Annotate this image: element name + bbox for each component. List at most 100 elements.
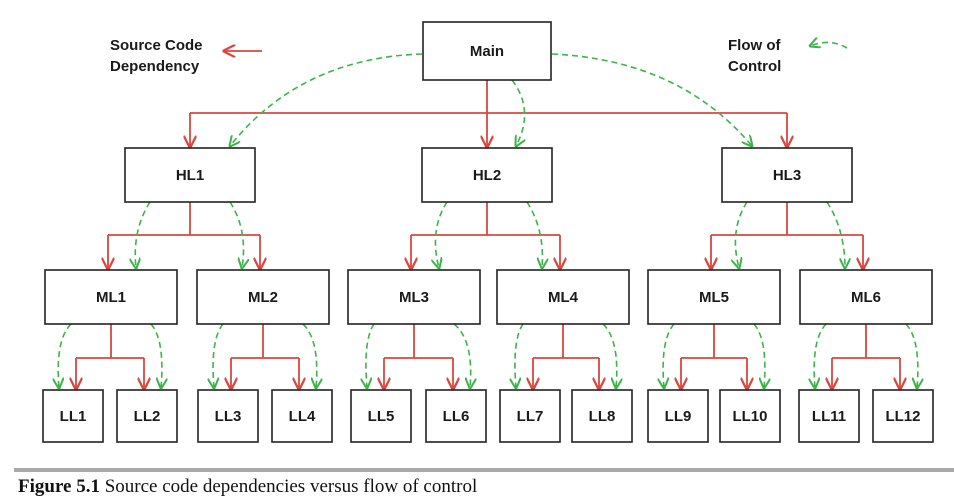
- figure-caption-text: Source code dependencies versus flow of …: [104, 476, 478, 497]
- node-label: LL4: [289, 408, 316, 425]
- figure-number: Figure 5.1: [18, 476, 100, 497]
- node-label: ML4: [548, 289, 579, 306]
- flow-arrow: [150, 323, 162, 388]
- node-label: LL7: [517, 408, 544, 425]
- node-label: ML1: [96, 289, 126, 306]
- node-box: [425, 389, 487, 443]
- node-ml1: ML1: [44, 269, 178, 325]
- flow-arrow: [213, 323, 224, 388]
- node-ll1: LL1: [42, 389, 104, 443]
- flow-arrow: [602, 323, 617, 388]
- node-ml4: ML4: [496, 269, 630, 325]
- node-main: Main: [422, 21, 552, 81]
- node-ml6: ML6: [799, 269, 933, 325]
- flow-arrow: [135, 201, 151, 268]
- node-ll10: LL10: [719, 389, 781, 443]
- node-box: [719, 389, 781, 443]
- node-box: [347, 269, 481, 325]
- node-label: LL8: [589, 408, 616, 425]
- dependency-diagram: Source Code Dependency Flow of Control M…: [42, 21, 934, 443]
- node-ml2: ML2: [196, 269, 330, 325]
- node-ll9: LL9: [647, 389, 709, 443]
- legend-flow-line1: Flow of: [728, 37, 781, 54]
- node-box: [499, 389, 561, 443]
- node-box: [42, 389, 104, 443]
- node-box: [124, 147, 256, 203]
- legend-flow-arrow: [810, 42, 848, 49]
- node-label: LL12: [885, 408, 920, 425]
- flow-arrow: [526, 201, 542, 268]
- node-label: LL1: [60, 408, 87, 425]
- flow-arrow: [551, 53, 752, 146]
- node-label: ML2: [248, 289, 278, 306]
- flow-arrow: [511, 79, 525, 146]
- node-label: LL9: [665, 408, 692, 425]
- node-ll5: LL5: [350, 389, 412, 443]
- node-box: [721, 147, 853, 203]
- node-ll2: LL2: [116, 389, 178, 443]
- node-label: HL1: [176, 167, 204, 184]
- flow-arrow: [814, 323, 827, 388]
- legend-dependency-line2: Dependency: [110, 58, 200, 75]
- legend-dependency: Source Code Dependency: [110, 37, 262, 75]
- node-box: [647, 269, 781, 325]
- node-box: [496, 269, 630, 325]
- node-ll7: LL7: [499, 389, 561, 443]
- node-label: Main: [470, 43, 504, 60]
- figure-caption: Figure 5.1 Source code dependencies vers…: [18, 476, 477, 498]
- node-ml5: ML5: [647, 269, 781, 325]
- node-box: [44, 269, 178, 325]
- node-label: ML6: [851, 289, 881, 306]
- legend-dependency-line1: Source Code: [110, 37, 203, 54]
- flow-arrow: [826, 201, 845, 268]
- flow-arrow: [453, 323, 471, 388]
- node-label: LL3: [215, 408, 242, 425]
- node-label: HL2: [473, 167, 501, 184]
- legend-flow-line2: Control: [728, 58, 781, 75]
- node-ll6: LL6: [425, 389, 487, 443]
- node-box: [197, 389, 259, 443]
- flow-arrow: [515, 323, 524, 388]
- node-label: ML5: [699, 289, 729, 306]
- node-ll12: LL12: [872, 389, 934, 443]
- flow-arrow: [435, 201, 448, 268]
- node-hl3: HL3: [721, 147, 853, 203]
- node-hl1: HL1: [124, 147, 256, 203]
- node-box: [872, 389, 934, 443]
- node-label: HL3: [773, 167, 801, 184]
- node-label: LL11: [812, 408, 846, 425]
- flow-arrow: [230, 53, 423, 146]
- node-box: [799, 269, 933, 325]
- node-hl2: HL2: [421, 147, 553, 203]
- flow-arrow: [366, 323, 375, 388]
- node-box: [421, 147, 553, 203]
- flow-arrow: [735, 201, 748, 268]
- edges: [58, 53, 918, 389]
- node-ml3: ML3: [347, 269, 481, 325]
- node-ll3: LL3: [197, 389, 259, 443]
- flow-arrow: [753, 323, 765, 388]
- node-ll11: LL11: [798, 389, 860, 443]
- node-box: [647, 389, 709, 443]
- node-ll8: LL8: [571, 389, 633, 443]
- node-ll4: LL4: [271, 389, 333, 443]
- node-box: [422, 21, 552, 81]
- flow-arrow: [302, 323, 317, 388]
- flow-arrow: [229, 201, 244, 268]
- node-label: LL2: [134, 408, 161, 425]
- flow-arrow: [663, 323, 675, 388]
- node-box: [350, 389, 412, 443]
- flow-arrow: [58, 323, 72, 388]
- node-box: [116, 389, 178, 443]
- node-box: [798, 389, 860, 443]
- node-label: ML3: [399, 289, 429, 306]
- caption-rule: [14, 468, 954, 472]
- node-box: [571, 389, 633, 443]
- node-label: LL5: [368, 408, 395, 425]
- flow-arrow: [905, 323, 918, 388]
- node-box: [196, 269, 330, 325]
- node-label: LL10: [732, 408, 767, 425]
- node-box: [271, 389, 333, 443]
- legend-flow: Flow of Control: [728, 37, 848, 75]
